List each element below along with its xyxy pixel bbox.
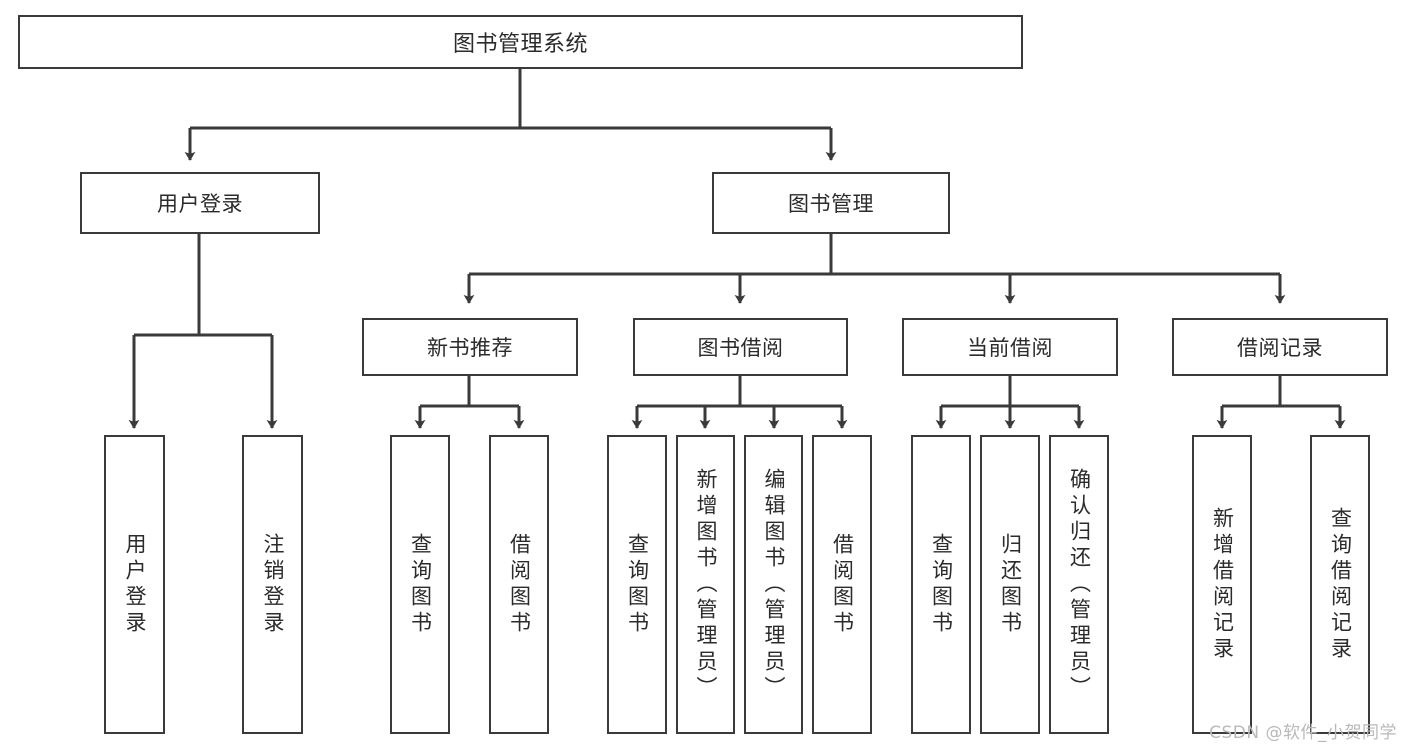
node-label: 注销登录 bbox=[261, 532, 285, 637]
node-label: 图书管理系统 bbox=[452, 32, 588, 57]
node-label: 查询图书 bbox=[929, 532, 954, 637]
node-label: 图书借阅 bbox=[697, 336, 784, 360]
node-label: 新增图书（管理员） bbox=[694, 467, 718, 702]
leaf-edit-book[interactable]: 编辑图书（管理员） bbox=[744, 435, 803, 734]
leaf-return-book[interactable]: 归还图书 bbox=[980, 435, 1040, 734]
node-book-borrow[interactable]: 图书借阅 bbox=[633, 318, 848, 376]
node-label: 新书推荐 bbox=[427, 336, 513, 360]
leaf-confirm-return[interactable]: 确认归还（管理员） bbox=[1049, 435, 1109, 734]
node-label: 用户登录 bbox=[123, 532, 147, 637]
leaf-borrow-book-1[interactable]: 借阅图书 bbox=[489, 435, 549, 734]
node-label: 图书管理 bbox=[788, 192, 874, 216]
leaf-add-book[interactable]: 新增图书（管理员） bbox=[676, 435, 735, 734]
node-label: 查询图书 bbox=[625, 532, 650, 637]
node-label: 编辑图书（管理员） bbox=[762, 467, 786, 702]
leaf-logout[interactable]: 注销登录 bbox=[242, 435, 303, 734]
node-label: 查询图书 bbox=[408, 532, 433, 637]
node-current-borrow[interactable]: 当前借阅 bbox=[902, 318, 1118, 376]
node-root[interactable]: 图书管理系统 bbox=[18, 15, 1023, 69]
node-label: 借阅记录 bbox=[1237, 336, 1323, 360]
node-borrow-record[interactable]: 借阅记录 bbox=[1172, 318, 1388, 376]
leaf-query-record[interactable]: 查询借阅记录 bbox=[1310, 435, 1370, 734]
node-label: 用户登录 bbox=[157, 192, 243, 216]
watermark: CSDN @软件_小贺同学 bbox=[1209, 723, 1397, 743]
node-label: 借阅图书 bbox=[830, 532, 855, 637]
node-label: 借阅图书 bbox=[507, 532, 532, 637]
leaf-query-book-1[interactable]: 查询图书 bbox=[390, 435, 450, 734]
node-label: 查询借阅记录 bbox=[1328, 506, 1353, 663]
leaf-user-login[interactable]: 用户登录 bbox=[104, 435, 165, 734]
node-label: 新增借阅记录 bbox=[1210, 506, 1235, 663]
leaf-query-book-3[interactable]: 查询图书 bbox=[911, 435, 971, 734]
node-user-login[interactable]: 用户登录 bbox=[80, 172, 320, 234]
leaf-add-record[interactable]: 新增借阅记录 bbox=[1192, 435, 1252, 734]
node-new-book-rec[interactable]: 新书推荐 bbox=[362, 318, 578, 376]
node-book-manage[interactable]: 图书管理 bbox=[712, 172, 950, 234]
leaf-query-book-2[interactable]: 查询图书 bbox=[607, 435, 667, 734]
node-label: 当前借阅 bbox=[967, 336, 1053, 360]
node-label: 确认归还（管理员） bbox=[1067, 467, 1092, 702]
node-label: 归还图书 bbox=[998, 532, 1023, 637]
leaf-borrow-book-2[interactable]: 借阅图书 bbox=[812, 435, 872, 734]
